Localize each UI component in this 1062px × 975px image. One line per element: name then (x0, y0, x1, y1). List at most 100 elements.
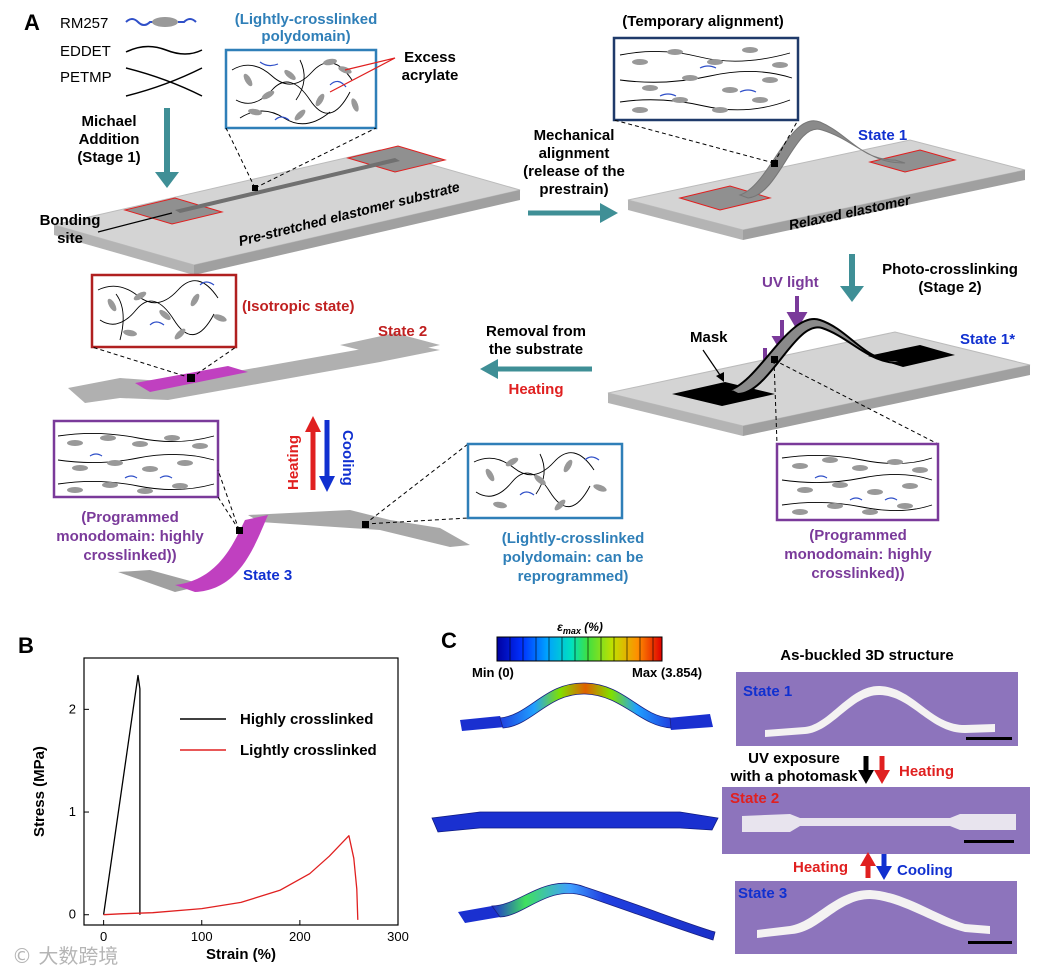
state3-strip-right (248, 510, 470, 547)
state1-star-label: State 1* (960, 331, 1015, 348)
cooling-vertical-label: Cooling (339, 430, 356, 486)
fea-state1-pad-left (460, 716, 505, 731)
y-tick-label: 0 (69, 907, 76, 922)
programmed-left-chains (57, 432, 215, 491)
temporary-alignment-blue-chains (659, 65, 757, 97)
rm257-legend-line (125, 18, 158, 26)
bonding-site-relaxed-right (868, 149, 957, 173)
scale-bar-2 (964, 840, 1014, 843)
programmed-right-chains (781, 454, 933, 512)
mask-label: Mask (690, 329, 728, 346)
isotropic-mesogens (107, 291, 227, 340)
relaxed-substrate-side (743, 170, 1025, 240)
heating1-arrowhead (874, 770, 890, 784)
buckled-ribbon-state1-star (727, 318, 906, 396)
programmed-left-blue-chains (89, 453, 173, 479)
photo-crosslinking-arrowhead (840, 286, 864, 302)
sample-point-state1-star (771, 356, 778, 363)
relaxed-substrate-front (628, 200, 743, 240)
series-line-lightly-crosslinked (103, 835, 359, 920)
y-tick-label: 1 (69, 804, 76, 819)
zoom-lines-programmed-right (773, 359, 939, 445)
heating2-arrowhead (860, 852, 876, 866)
heating2-label: Heating (793, 859, 848, 876)
bonding-site-left (123, 197, 224, 225)
substrate-side (194, 190, 520, 275)
bonding-site-pointer (97, 212, 173, 233)
state2-pad-right (340, 333, 440, 357)
removal-heating-label: Heating (508, 381, 563, 398)
legend-entry: Highly crosslinked (240, 711, 373, 728)
temporary-alignment-mesogens (632, 47, 788, 113)
heating-vertical-label: Heating (285, 435, 302, 490)
polydomain-bottom-mesogens (485, 457, 607, 511)
x-tick-label: 300 (387, 929, 409, 944)
legend-eddet: EDDET (60, 43, 111, 60)
masked-substrate-front (608, 393, 743, 436)
colorbar-min-label: Min (0) (472, 665, 514, 680)
y-tick-label: 2 (69, 701, 76, 716)
zoom-lines-isotropic (91, 346, 237, 379)
sample-point-state3-right (362, 521, 369, 528)
sample-point-state3-left (236, 527, 243, 534)
zoom-lines-polydomain-bottom (364, 443, 469, 525)
petmp-legend-line (125, 67, 203, 97)
polydomain-bottom-chains (473, 452, 595, 508)
cooling-arrowhead-vertical (319, 476, 335, 492)
fea-state1-pad-right (668, 714, 713, 730)
heating1-label: Heating (899, 763, 954, 780)
removal-arrowhead (480, 359, 498, 379)
isotropic-chains (97, 280, 219, 341)
mask-pointer-head (716, 372, 724, 382)
series-line-highly-crosslinked (102, 674, 141, 915)
scale-bar-3 (968, 941, 1012, 944)
rm257-legend-line-right (178, 18, 197, 23)
mechanical-alignment-arrowhead (600, 203, 618, 223)
uv-light-label: UV light (762, 274, 819, 291)
photo-state1-label: State 1 (743, 683, 792, 700)
polydomain-box-bottom (466, 442, 624, 520)
photo-state2-structure (742, 814, 1016, 832)
fea-state3-beam (491, 882, 716, 941)
legend-entry: Lightly crosslinked (240, 742, 377, 759)
isotropic-blue-chains (149, 281, 215, 326)
programmed-left-mesogens (67, 435, 208, 494)
zoom-lines-programmed-left (217, 469, 240, 531)
photo-state1-structure (765, 685, 995, 737)
masked-substrate-side (743, 365, 1030, 436)
fea-state3-pad-left (458, 906, 500, 923)
lce-strip-stage1 (175, 158, 400, 213)
watermark-logo: © 大数跨境 (12, 944, 119, 968)
photo-state3-label: State 3 (738, 885, 787, 902)
eddet-legend-line (125, 45, 203, 55)
x-tick-label: 200 (289, 929, 311, 944)
michael-addition-arrowhead (155, 172, 179, 188)
photo-title: As-buckled 3D structure (780, 647, 953, 664)
scale-bar-1 (966, 737, 1012, 740)
zoom-lines-top-box (225, 127, 377, 189)
legend-petmp: PETMP (60, 69, 112, 86)
legend-rm257: RM257 (60, 15, 108, 32)
uv-exposure-arrowhead (858, 770, 874, 784)
state2-label: State 2 (378, 323, 427, 340)
x-axis-label: Strain (%) (206, 946, 276, 963)
temporary-alignment-chains (619, 51, 793, 111)
temporary-alignment-title: (Temporary alignment) (622, 13, 783, 30)
photo-crosslinking-label: Photo-crosslinking(Stage 2) (882, 261, 1018, 296)
colorbar-title: εmax (%) (557, 620, 603, 636)
photo-state2-label: State 2 (730, 790, 779, 807)
colorbar-max-label: Max (3.854) (632, 665, 702, 680)
rm257-legend-mesogen (152, 17, 178, 27)
state3-magenta-region (175, 515, 268, 592)
excess-acrylate-pointer (329, 57, 396, 93)
